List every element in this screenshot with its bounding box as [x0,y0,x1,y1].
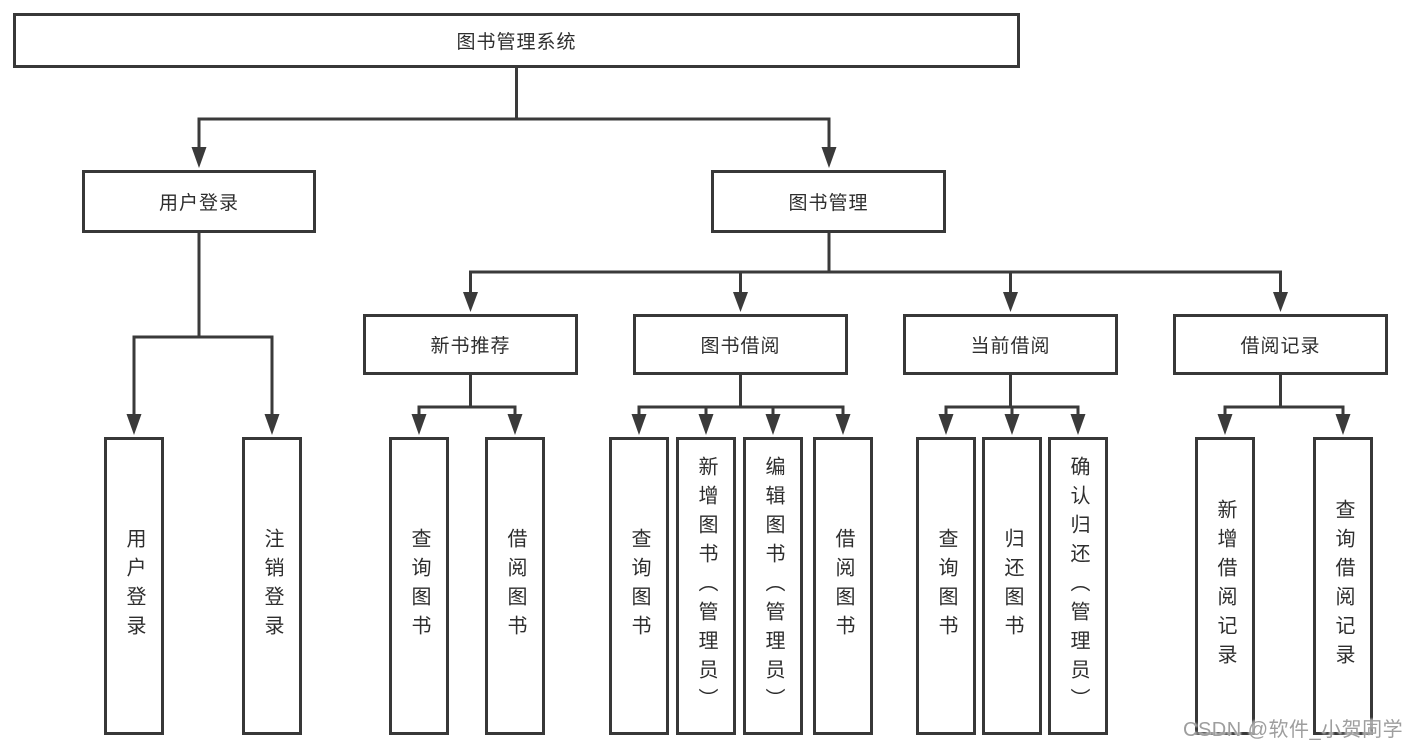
leaf-logout: 注销登录 [242,437,302,735]
node-label: 借阅记录 [1240,336,1321,357]
connector-line [469,231,1282,296]
leaf-borrow-books: 借阅图书 [813,437,873,735]
arrowhead-down-icon [835,414,851,435]
leaf-add-book-admin: 新增图书（管理员） [676,437,736,735]
arrowhead-down-icon [507,414,523,435]
connector-borrow-record-to-leaves [1217,373,1351,435]
node-user-login: 用户登录 [82,170,316,233]
node-new-book-recommend: 新书推荐 [363,314,578,375]
node-label: 用户登录 [123,528,145,644]
node-label: 注销登录 [261,528,283,644]
leaf-query-books-current: 查询图书 [916,437,976,735]
arrowhead-down-icon [698,414,714,435]
node-label: 查询图书 [935,528,957,644]
connector-line [197,66,831,150]
arrowhead-down-icon [938,414,954,435]
node-library-system: 图书管理系统 [13,13,1020,68]
connector-user-login-to-leaves [126,231,280,435]
arrowhead-down-icon [1217,414,1233,435]
node-book-borrow: 图书借阅 [633,314,848,375]
connector-line [417,373,517,417]
leaf-add-borrow-record: 新增借阅记录 [1195,437,1255,735]
watermark-text: CSDN @软件_小贺同学 [1183,719,1404,741]
node-label: 查询图书 [408,528,430,644]
arrowhead-down-icon [1335,414,1351,435]
connector-current-borrow-to-leaves [938,373,1086,435]
node-label: 图书管理 [788,193,869,214]
node-label: 归还图书 [1001,528,1023,644]
arrowhead-down-icon [1070,414,1086,435]
arrowhead-down-icon [733,292,748,312]
connector-line [637,373,845,417]
leaf-query-books-borrow: 查询图书 [609,437,669,735]
leaf-borrow-books-recommend: 借阅图书 [485,437,545,735]
node-label: 图书管理系统 [456,32,577,53]
leaf-query-books-recommend: 查询图书 [389,437,449,735]
leaf-confirm-return-admin: 确认归还（管理员） [1048,437,1108,735]
node-label: 查询借阅记录 [1332,499,1354,673]
node-label: 当前借阅 [970,336,1051,357]
node-label: 借阅图书 [504,528,526,644]
arrowhead-down-icon [1004,414,1020,435]
connector-line [944,373,1080,417]
arrowhead-down-icon [821,147,837,168]
node-current-borrow: 当前借阅 [903,314,1118,375]
leaf-return-book: 归还图书 [982,437,1042,735]
connector-new-book-recommend-to-leaves [411,373,523,435]
arrowhead-down-icon [1003,292,1018,312]
node-label: 图书借阅 [700,336,781,357]
node-label: 编辑图书（管理员） [762,455,784,717]
connector-root-to-level2 [191,66,837,168]
node-label: 新增图书（管理员） [695,455,717,717]
node-label: 用户登录 [158,193,239,214]
connector-book-borrow-to-leaves [631,373,851,435]
arrowhead-down-icon [463,292,478,312]
leaf-edit-book-admin: 编辑图书（管理员） [743,437,803,735]
leaf-user-login: 用户登录 [104,437,164,735]
connector-book-management-to-level3 [463,231,1288,312]
node-label: 新书推荐 [430,336,511,357]
arrowhead-down-icon [765,414,781,435]
arrowhead-down-icon [126,414,142,435]
node-borrow-record: 借阅记录 [1173,314,1388,375]
connector-line [132,231,274,417]
arrowhead-down-icon [411,414,427,435]
node-book-management: 图书管理 [711,170,946,233]
arrowhead-down-icon [191,147,207,168]
arrowhead-down-icon [264,414,280,435]
node-label: 新增借阅记录 [1214,499,1236,673]
node-label: 查询图书 [628,528,650,644]
arrowhead-down-icon [1273,292,1288,312]
arrowhead-down-icon [631,414,647,435]
node-label: 借阅图书 [832,528,854,644]
node-label: 确认归还（管理员） [1067,455,1089,717]
leaf-query-borrow-record: 查询借阅记录 [1313,437,1373,735]
connector-line [1223,373,1345,417]
